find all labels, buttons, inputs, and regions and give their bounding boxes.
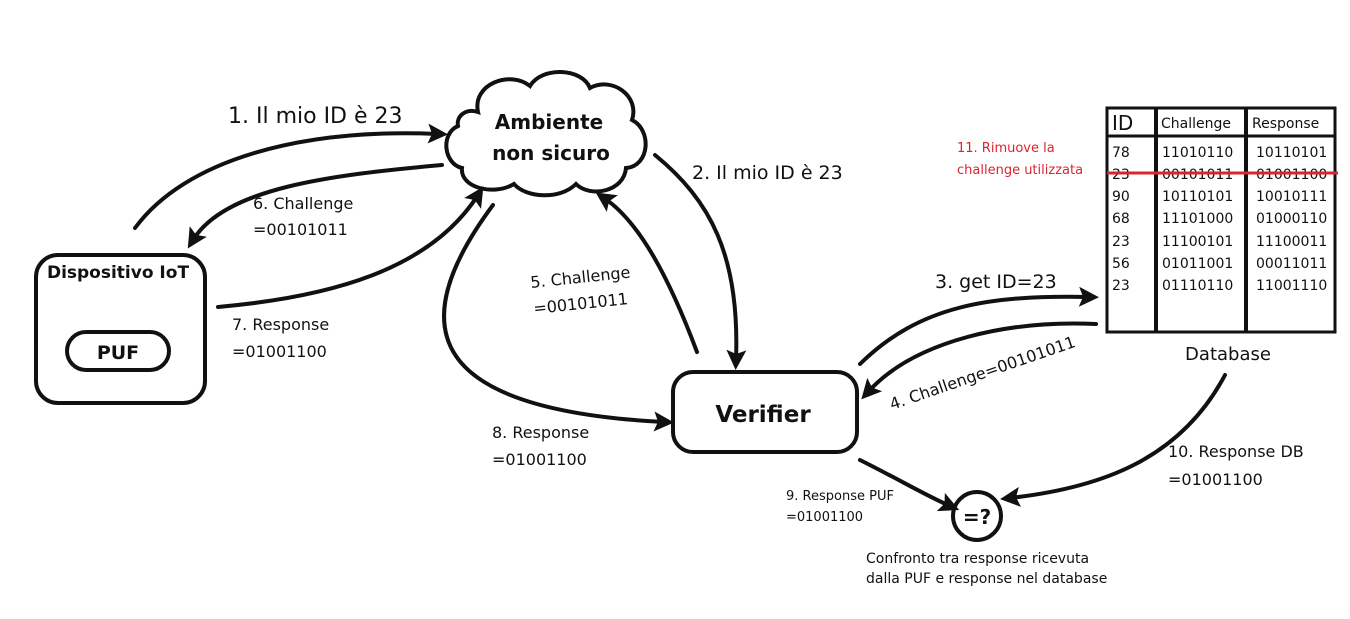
- verifier-label: Verifier: [715, 402, 811, 428]
- label-arrow-7-line2: =01001100: [232, 342, 327, 361]
- database-rows: 78 11010110 10110101 23 00101011 01001100 90 10…: [1112, 145, 1327, 294]
- database-cell: 11101000: [1162, 211, 1233, 227]
- cloud-label-line2: non sicuro: [492, 141, 610, 165]
- label-arrow-6-line1: 6. Challenge: [253, 194, 353, 213]
- database-frame: [1105, 106, 1337, 334]
- label-step-11-line1: 11. Rimuove la: [957, 141, 1055, 156]
- database-cell-removed: 00101011: [1162, 167, 1233, 183]
- database-cell: 68: [1112, 211, 1130, 227]
- comparison-symbol: =?: [963, 505, 991, 529]
- label-arrow-4: 4. Challenge=00101011: [887, 332, 1078, 414]
- database-label: Database: [1185, 344, 1271, 365]
- arrow-1-id-to-environment: [133, 123, 448, 230]
- database-cell: 11010110: [1162, 145, 1233, 161]
- label-arrow-1: 1. Il mio ID è 23: [228, 104, 403, 129]
- label-arrow-8-line2: =01001100: [492, 450, 587, 469]
- label-arrow-7-line1: 7. Response: [232, 315, 329, 334]
- label-step-11-line2: challenge utilizzata: [957, 163, 1083, 178]
- label-arrow-2: 2. Il mio ID è 23: [692, 162, 843, 184]
- cloud-label-line1: Ambiente: [495, 110, 603, 134]
- arrow-5-challenge-to-environment: [595, 192, 699, 354]
- label-arrow-6-line2: =00101011: [253, 220, 348, 239]
- database-header-challenge: Challenge: [1161, 116, 1231, 132]
- database-cell: 23: [1112, 234, 1130, 250]
- verifier-node: Verifier: [671, 370, 859, 454]
- label-arrow-5-line2: =00101011: [532, 289, 628, 318]
- database-cell: 23: [1112, 278, 1130, 294]
- iot-device-node: Dispositivo IoT PUF: [34, 253, 207, 405]
- database-cell-removed: 01001100: [1256, 167, 1327, 183]
- arrow-7-response-to-environment: [216, 186, 484, 309]
- label-arrow-10-line2: =01001100: [1168, 470, 1263, 489]
- arrow-8-response-to-verifier: [442, 203, 674, 432]
- arrow-2-id-to-verifier: [653, 153, 747, 370]
- database-cell: 10110101: [1162, 189, 1233, 205]
- label-arrow-8-line1: 8. Response: [492, 423, 589, 442]
- label-arrow-5-line1: 5. Challenge: [529, 263, 631, 292]
- database-cell: 01110110: [1162, 278, 1233, 294]
- comparison-caption-line1: Confronto tra response ricevuta: [866, 551, 1089, 567]
- database-cell: 11001110: [1256, 278, 1327, 294]
- database-header-id: ID: [1112, 111, 1133, 135]
- database-cell-removed: 23: [1112, 167, 1130, 183]
- comparison-circle: [951, 490, 1003, 542]
- database-cell: 00011011: [1256, 256, 1327, 272]
- database-cell: 11100101: [1162, 234, 1233, 250]
- cloud-shape: [444, 70, 648, 198]
- arrow-6-challenge-to-device: [187, 163, 444, 249]
- puf-label: PUF: [97, 342, 139, 364]
- comparison-caption-line2: dalla PUF e response nel database: [866, 571, 1107, 587]
- database-cell: 10110101: [1256, 145, 1327, 161]
- arrow-4-challenge-to-verifier: [861, 321, 1098, 400]
- database-cell: 56: [1112, 256, 1130, 272]
- database-cell: 01011001: [1162, 256, 1233, 272]
- arrow-3-get-id: [858, 286, 1099, 366]
- database-cell: 90: [1112, 189, 1130, 205]
- label-arrow-3: 3. get ID=23: [935, 271, 1057, 293]
- label-arrow-10-line1: 10. Response DB: [1168, 442, 1304, 461]
- label-arrow-9-line1: 9. Response PUF: [786, 489, 894, 504]
- arrow-9-response-puf: [858, 458, 960, 512]
- comparison-node: =? Confronto tra response ricevuta dalla…: [866, 490, 1107, 587]
- label-arrow-9-line2: =01001100: [786, 510, 863, 525]
- database-cell: 11100011: [1256, 234, 1327, 250]
- database-cell: 01000110: [1256, 211, 1327, 227]
- arrow-10-response-db: [1000, 373, 1227, 507]
- database-cell: 10010111: [1256, 189, 1327, 205]
- iot-device-title: Dispositivo IoT: [47, 263, 189, 283]
- database-cell: 78: [1112, 145, 1130, 161]
- puf-box: [65, 330, 171, 372]
- database-table: ID Challenge Response 78 11010110 10110101…: [1105, 106, 1338, 365]
- database-header-response: Response: [1252, 116, 1319, 132]
- cloud-untrusted-environment: Ambiente non sicuro: [444, 70, 648, 198]
